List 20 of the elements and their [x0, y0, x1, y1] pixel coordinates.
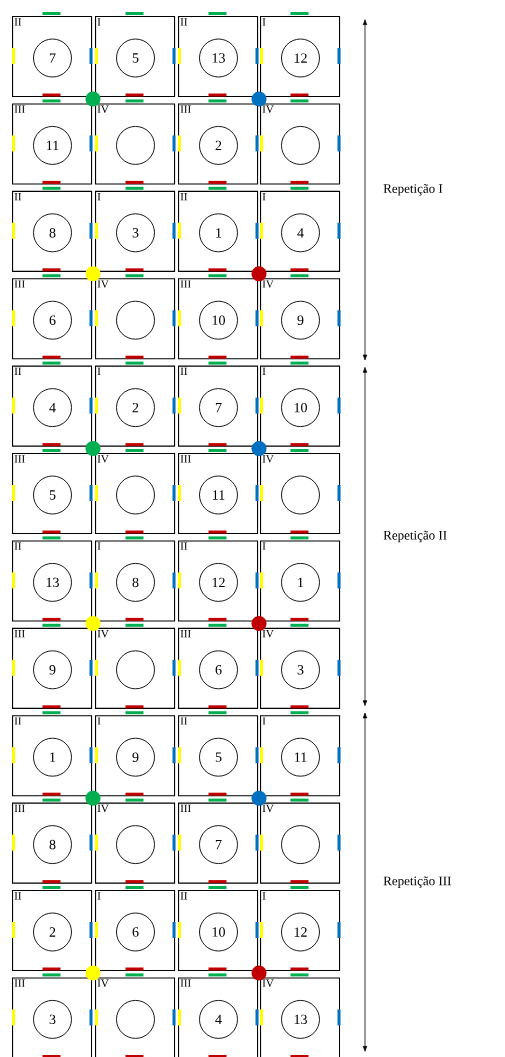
empty-circle — [116, 300, 155, 340]
empty-circle — [116, 825, 155, 865]
plot-square: IV — [95, 802, 176, 884]
repetition-label: Repetição II — [383, 530, 447, 543]
plot-square: IV — [260, 453, 341, 535]
empty-circle — [116, 125, 155, 165]
plot-square: IV — [95, 103, 176, 185]
plot-square: IV — [95, 627, 176, 709]
empty-circle — [116, 650, 155, 690]
plot-square: IV — [260, 103, 341, 185]
empty-circle — [281, 825, 320, 865]
plot-square: IV — [95, 278, 176, 360]
empty-circle — [281, 475, 320, 515]
empty-circle — [116, 475, 155, 515]
plot-square: IV — [260, 802, 341, 884]
empty-circle — [116, 999, 155, 1039]
repetition-label: Repetição III — [383, 876, 451, 888]
empty-circle — [281, 125, 320, 165]
plot-square: IV — [95, 453, 176, 535]
repetition-label: Repetição I — [383, 184, 443, 196]
